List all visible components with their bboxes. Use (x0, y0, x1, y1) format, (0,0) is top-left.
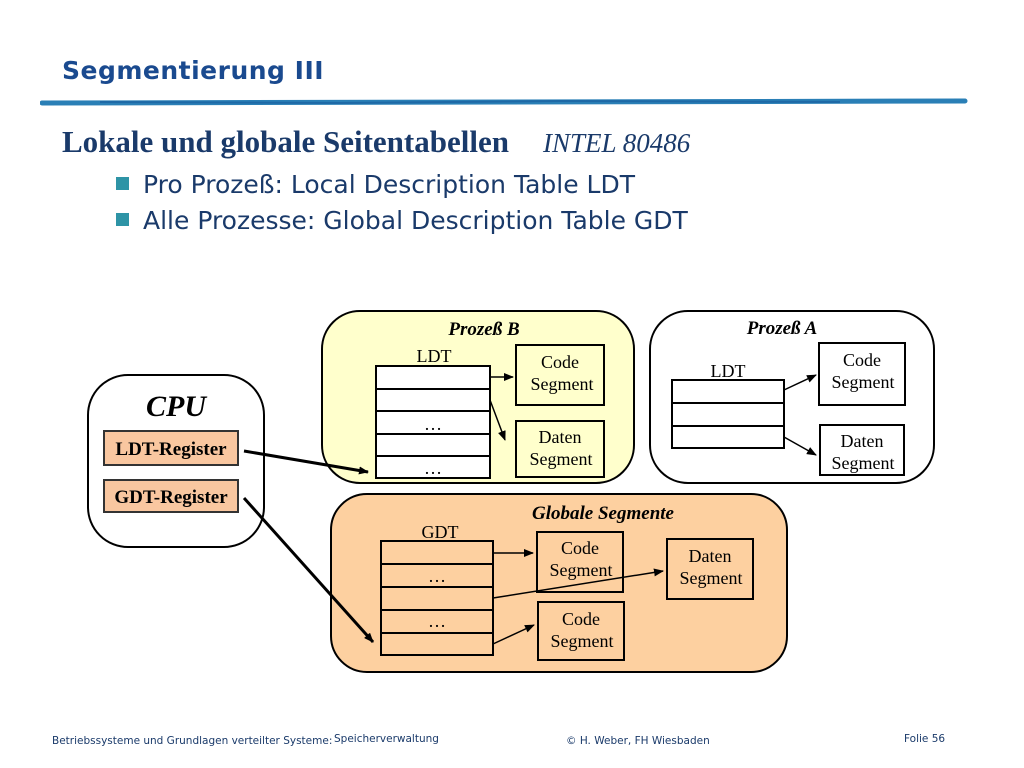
process-b-code-label: Code (541, 352, 579, 372)
global-code-label: Code (561, 538, 599, 558)
cpu-box: CPU LDT-Register GDT-Register (87, 374, 265, 548)
gdt-dots: … (428, 611, 446, 631)
process-a-data-label: Segment (832, 453, 895, 473)
process-b-code-label: Segment (531, 374, 594, 394)
process-b-box: Prozeß B LDT … … Code Segment Daten Segm… (321, 310, 635, 484)
bullet-item: Pro Prozeß: Local Description Table LDT (116, 170, 635, 199)
bullet-square-icon (116, 213, 129, 226)
arrow (492, 568, 664, 599)
gdt-register (103, 479, 239, 513)
process-a-code-label: Code (843, 350, 881, 370)
header-rule (40, 98, 968, 106)
global-code-label: Segment (550, 560, 613, 580)
process-a-box: Prozeß A LDT Code Segment Daten Segment (649, 310, 935, 484)
process-b-data-segment (515, 420, 605, 478)
slide-title: Lokale und globale Seitentabellen INTEL 8… (62, 124, 690, 160)
process-a-title: Prozeß A (746, 318, 818, 339)
ldt-register (103, 430, 239, 466)
global-segments-title: Globale Segmente (532, 503, 675, 524)
slide-header-title: Segmentierung III (62, 56, 325, 85)
process-b-data-label: Segment (530, 449, 593, 469)
arrow (492, 624, 535, 645)
global-code-label: Code (562, 609, 600, 629)
gdt-dots: … (428, 566, 446, 586)
process-b-dots: … (424, 458, 442, 478)
footer-author: © H. Weber, FH Wiesbaden (566, 735, 710, 747)
footer-topic: Speicherverwaltung (334, 733, 439, 745)
global-code-label: Segment (551, 631, 614, 651)
process-a-data-segment (819, 424, 905, 476)
process-a-code-label: Segment (832, 372, 895, 392)
global-data-label: Daten (689, 546, 732, 566)
ldt-pointer-arrow (243, 449, 369, 475)
process-b-title: Prozeß B (447, 319, 519, 340)
global-code-segment (536, 531, 624, 593)
ldt-register-label: LDT-Register (115, 439, 227, 460)
bullet-text: Alle Prozesse: Global Description Table … (143, 206, 688, 235)
process-a-ldt-table (671, 379, 785, 449)
bullet-item: Alle Prozesse: Global Description Table … (116, 206, 688, 235)
process-b-ldt-table (375, 365, 491, 479)
footer-slide-number: Folie 56 (904, 733, 946, 745)
slide-title-sub: INTEL 80486 (542, 128, 691, 158)
process-a-data-label: Daten (841, 431, 884, 451)
global-data-label: Segment (680, 568, 743, 588)
gdt-pointer-arrow (242, 496, 375, 644)
arrow (489, 399, 506, 441)
bullet-text: Pro Prozeß: Local Description Table LDT (143, 170, 636, 199)
slide-title-main: Lokale und globale Seitentabellen (62, 124, 509, 159)
global-data-segment (666, 538, 754, 600)
global-code-segment-2 (537, 601, 625, 661)
arrow (783, 374, 817, 391)
cpu-label: CPU (146, 390, 207, 423)
process-b-data-label: Daten (539, 427, 582, 447)
footer-course: Betriebssysteme und Grundlagen verteilte… (52, 735, 333, 747)
process-b-code-segment (515, 344, 605, 406)
gdt-label: GDT (422, 522, 459, 542)
gdt-register-label: GDT-Register (114, 487, 228, 508)
bullet-square-icon (116, 177, 129, 190)
process-a-code-segment (818, 342, 906, 406)
process-b-ldt-label: LDT (417, 346, 452, 366)
process-b-dots: … (424, 414, 442, 434)
global-segments-box: Globale Segmente GDT … … Code Segment Co… (330, 493, 788, 673)
process-a-ldt-label: LDT (711, 361, 746, 381)
gdt-table (380, 540, 494, 656)
arrow (783, 436, 817, 456)
